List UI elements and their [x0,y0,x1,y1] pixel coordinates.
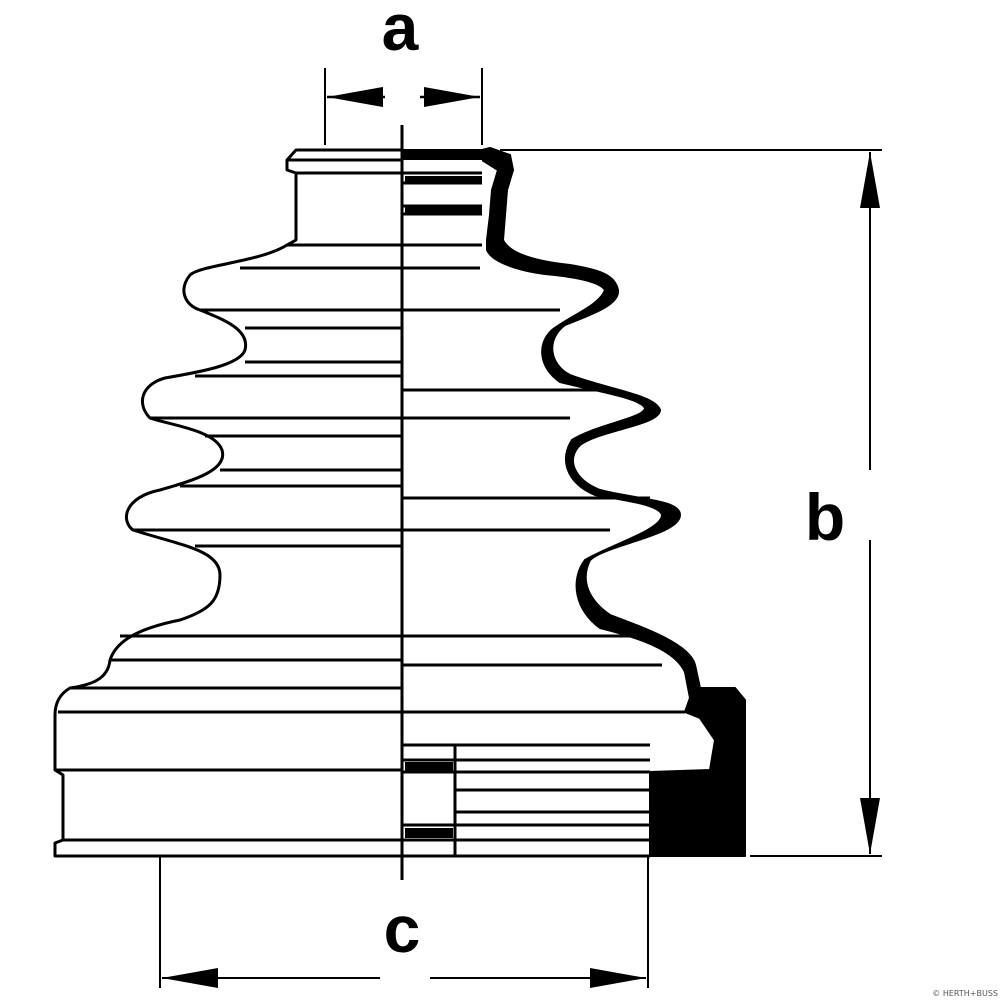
dimension-label-c: c [384,892,421,966]
dimension-a [324,68,483,145]
clamp-groove-fills [405,176,482,838]
boot-right-contour-lines [402,171,685,858]
boot-left-contour-lines [55,158,402,842]
dimension-label-a: a [382,0,420,64]
dimension-label-b: b [805,480,845,554]
credit-text: © HERTH+BUSS [932,989,998,998]
boot-outer-half [53,148,404,858]
boot-section-half [401,147,746,857]
dimension-c [159,856,649,988]
dimension-b [500,149,882,857]
